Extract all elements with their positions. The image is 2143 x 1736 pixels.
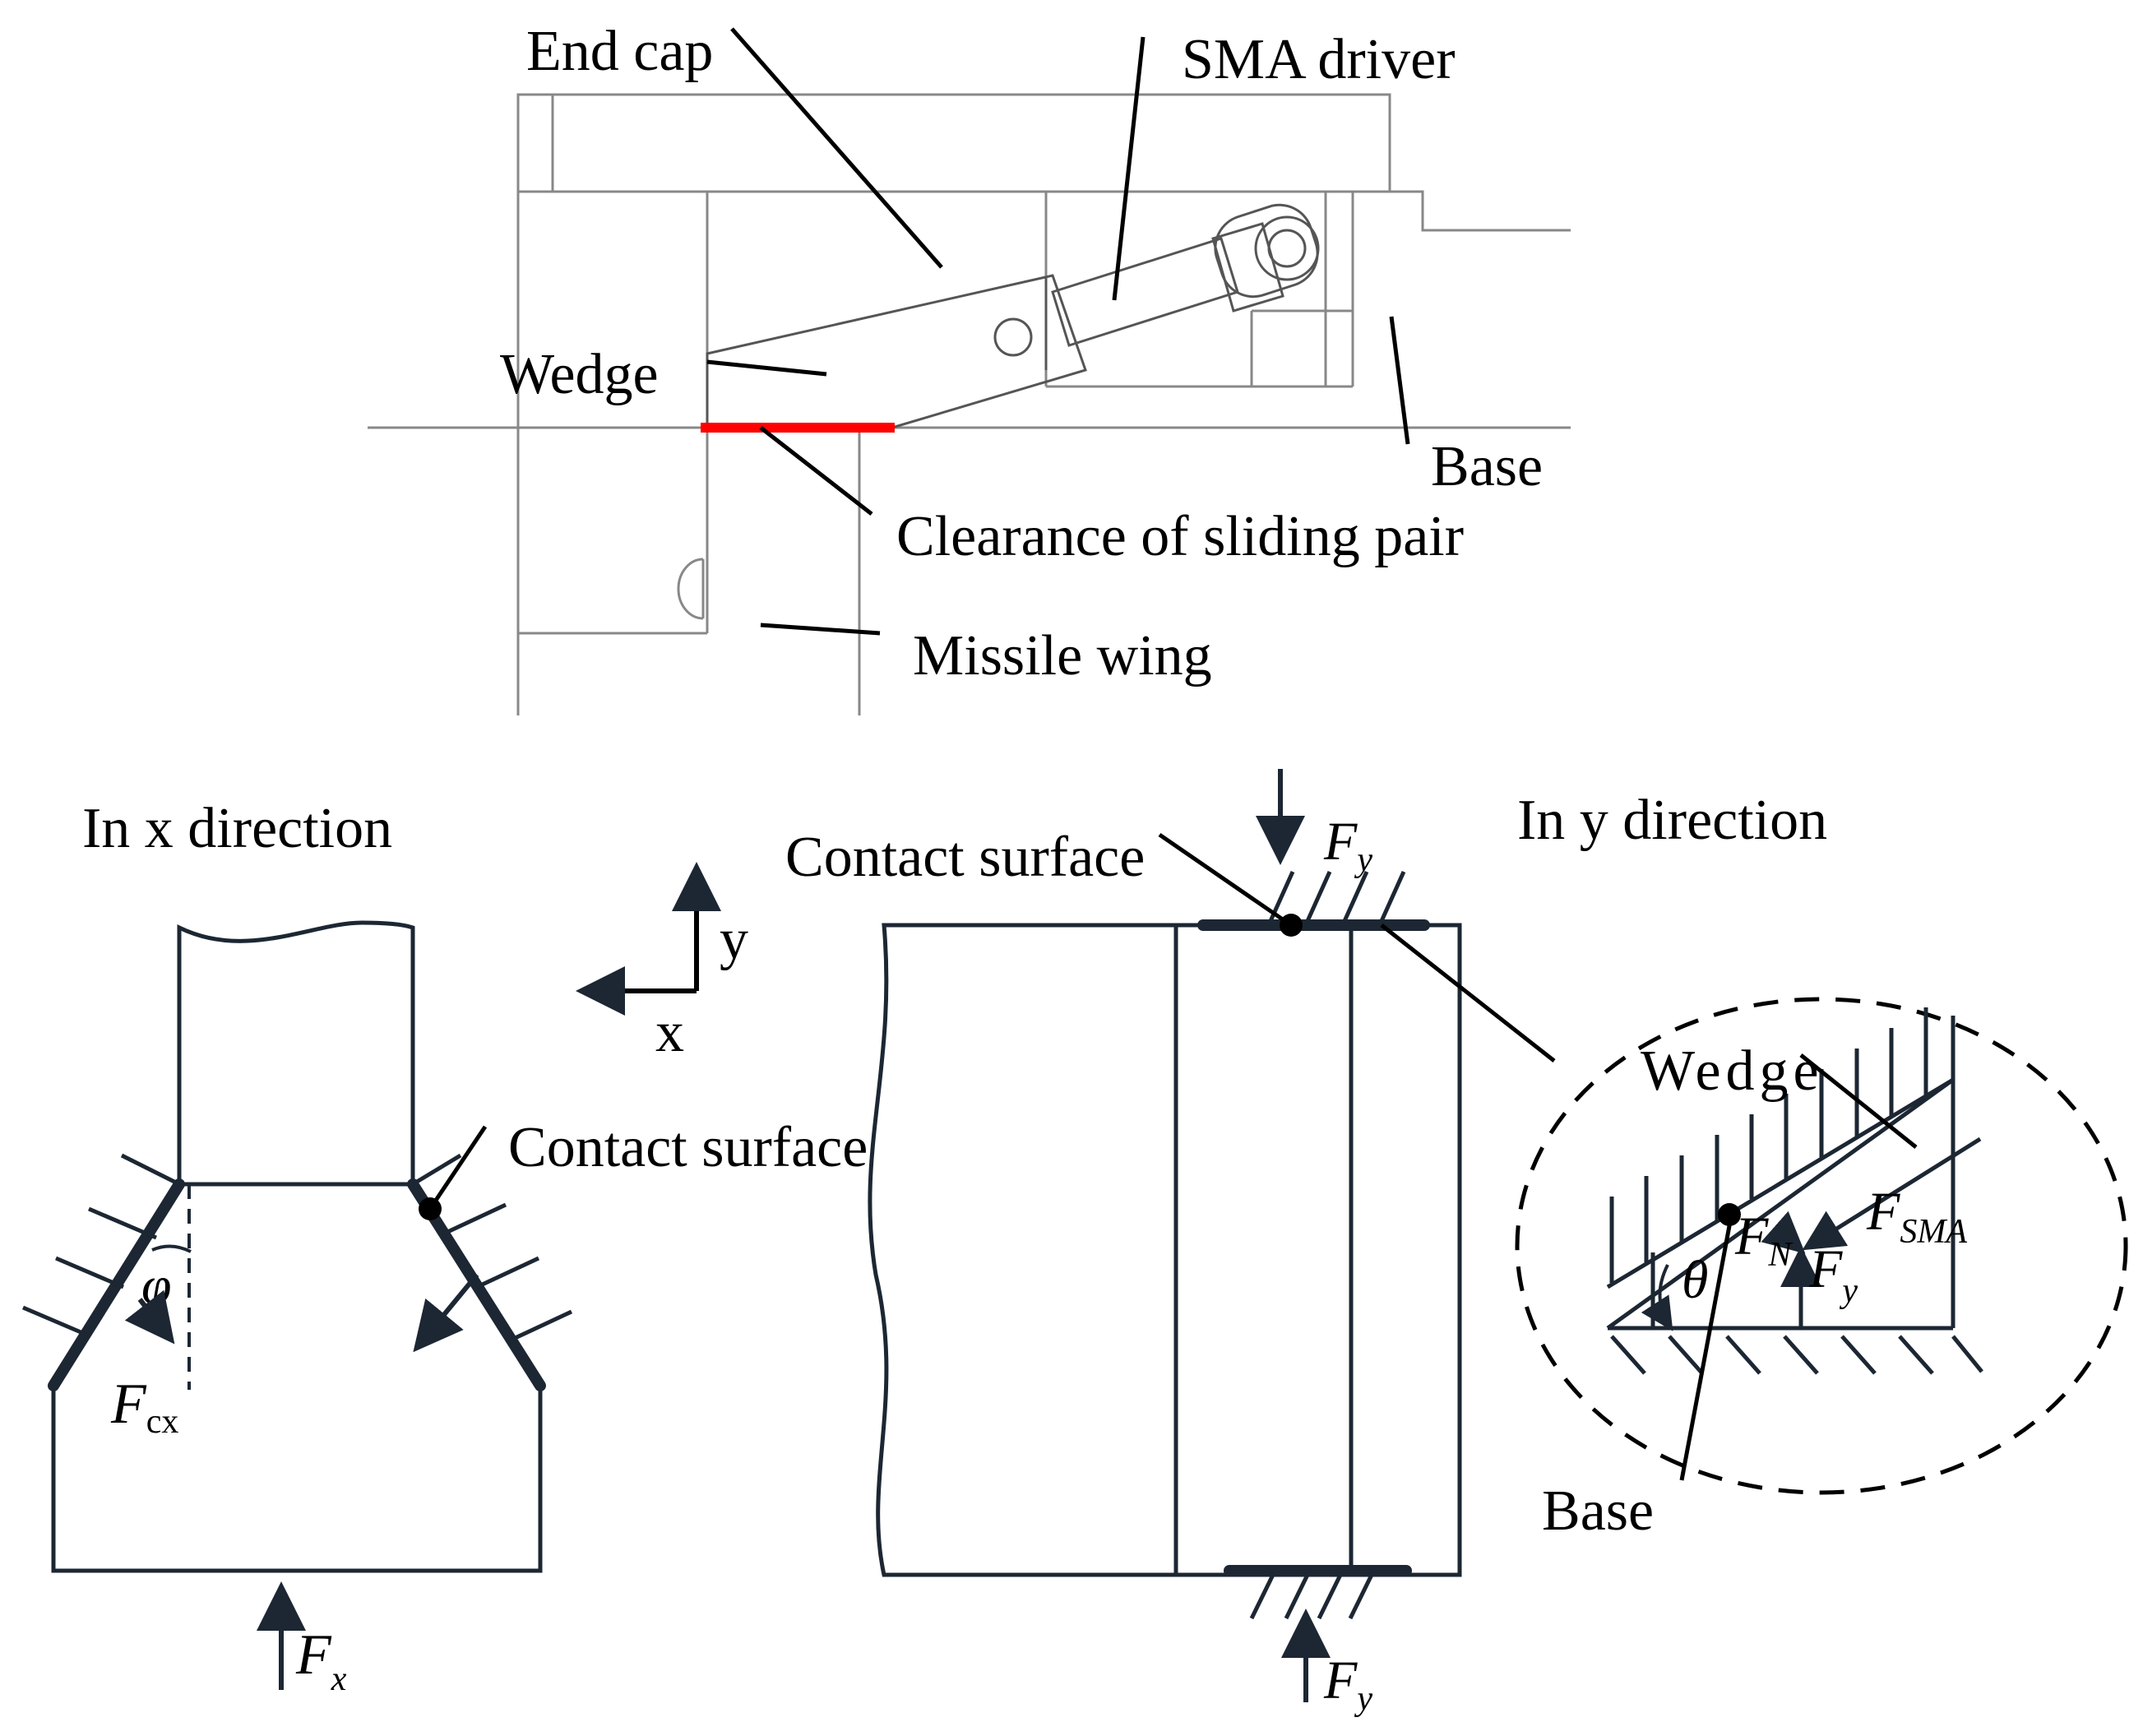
- top-schematic: End cap SMA driver Wedge Base Clearance …: [368, 20, 1571, 715]
- missile-wing-label: Missile wing: [913, 624, 1212, 687]
- fn-label: FN: [1734, 1206, 1793, 1274]
- wedge-label: Wedge: [500, 343, 659, 406]
- fy-bottom-label: Fy: [1323, 1650, 1372, 1718]
- end-cap-label: End cap: [526, 20, 713, 83]
- inset-base-label: Base: [1542, 1479, 1654, 1543]
- y-direction-title: In y direction: [1517, 789, 1827, 852]
- fx-label: Fx: [295, 1623, 347, 1698]
- base-label: Base: [1431, 435, 1543, 498]
- y-contact-surface-label: Contact surface: [785, 826, 1145, 889]
- inset-contact-point: [1718, 1203, 1741, 1226]
- axis-y-label: y: [720, 908, 748, 971]
- sma-driver-label: SMA driver: [1182, 28, 1456, 91]
- fy-top-label: Fy: [1323, 812, 1372, 879]
- fsma-label: FSMA: [1866, 1182, 1967, 1251]
- inset-wedge-label: Wedge: [1641, 1039, 1824, 1103]
- y-direction-panel: In y direction Contact surface Fy Fy: [785, 769, 1827, 1718]
- inset-fy-label: Fy: [1808, 1239, 1858, 1310]
- axis-x-label: x: [655, 1001, 684, 1064]
- x-contact-surface-label: Contact surface: [508, 1116, 868, 1179]
- x-direction-title: In x direction: [82, 797, 392, 860]
- theta-symbol: θ: [1682, 1250, 1708, 1310]
- wedge-detail-inset: θ Wedge FN Fy FSMA Base: [1515, 997, 2128, 1543]
- clearance-label: Clearance of sliding pair: [896, 505, 1464, 568]
- coordinate-axes: y x: [576, 862, 748, 1064]
- x-direction-panel: In x direction φ Contact surface Fcx: [22, 797, 868, 1698]
- fcx-label: Fcx: [110, 1373, 178, 1441]
